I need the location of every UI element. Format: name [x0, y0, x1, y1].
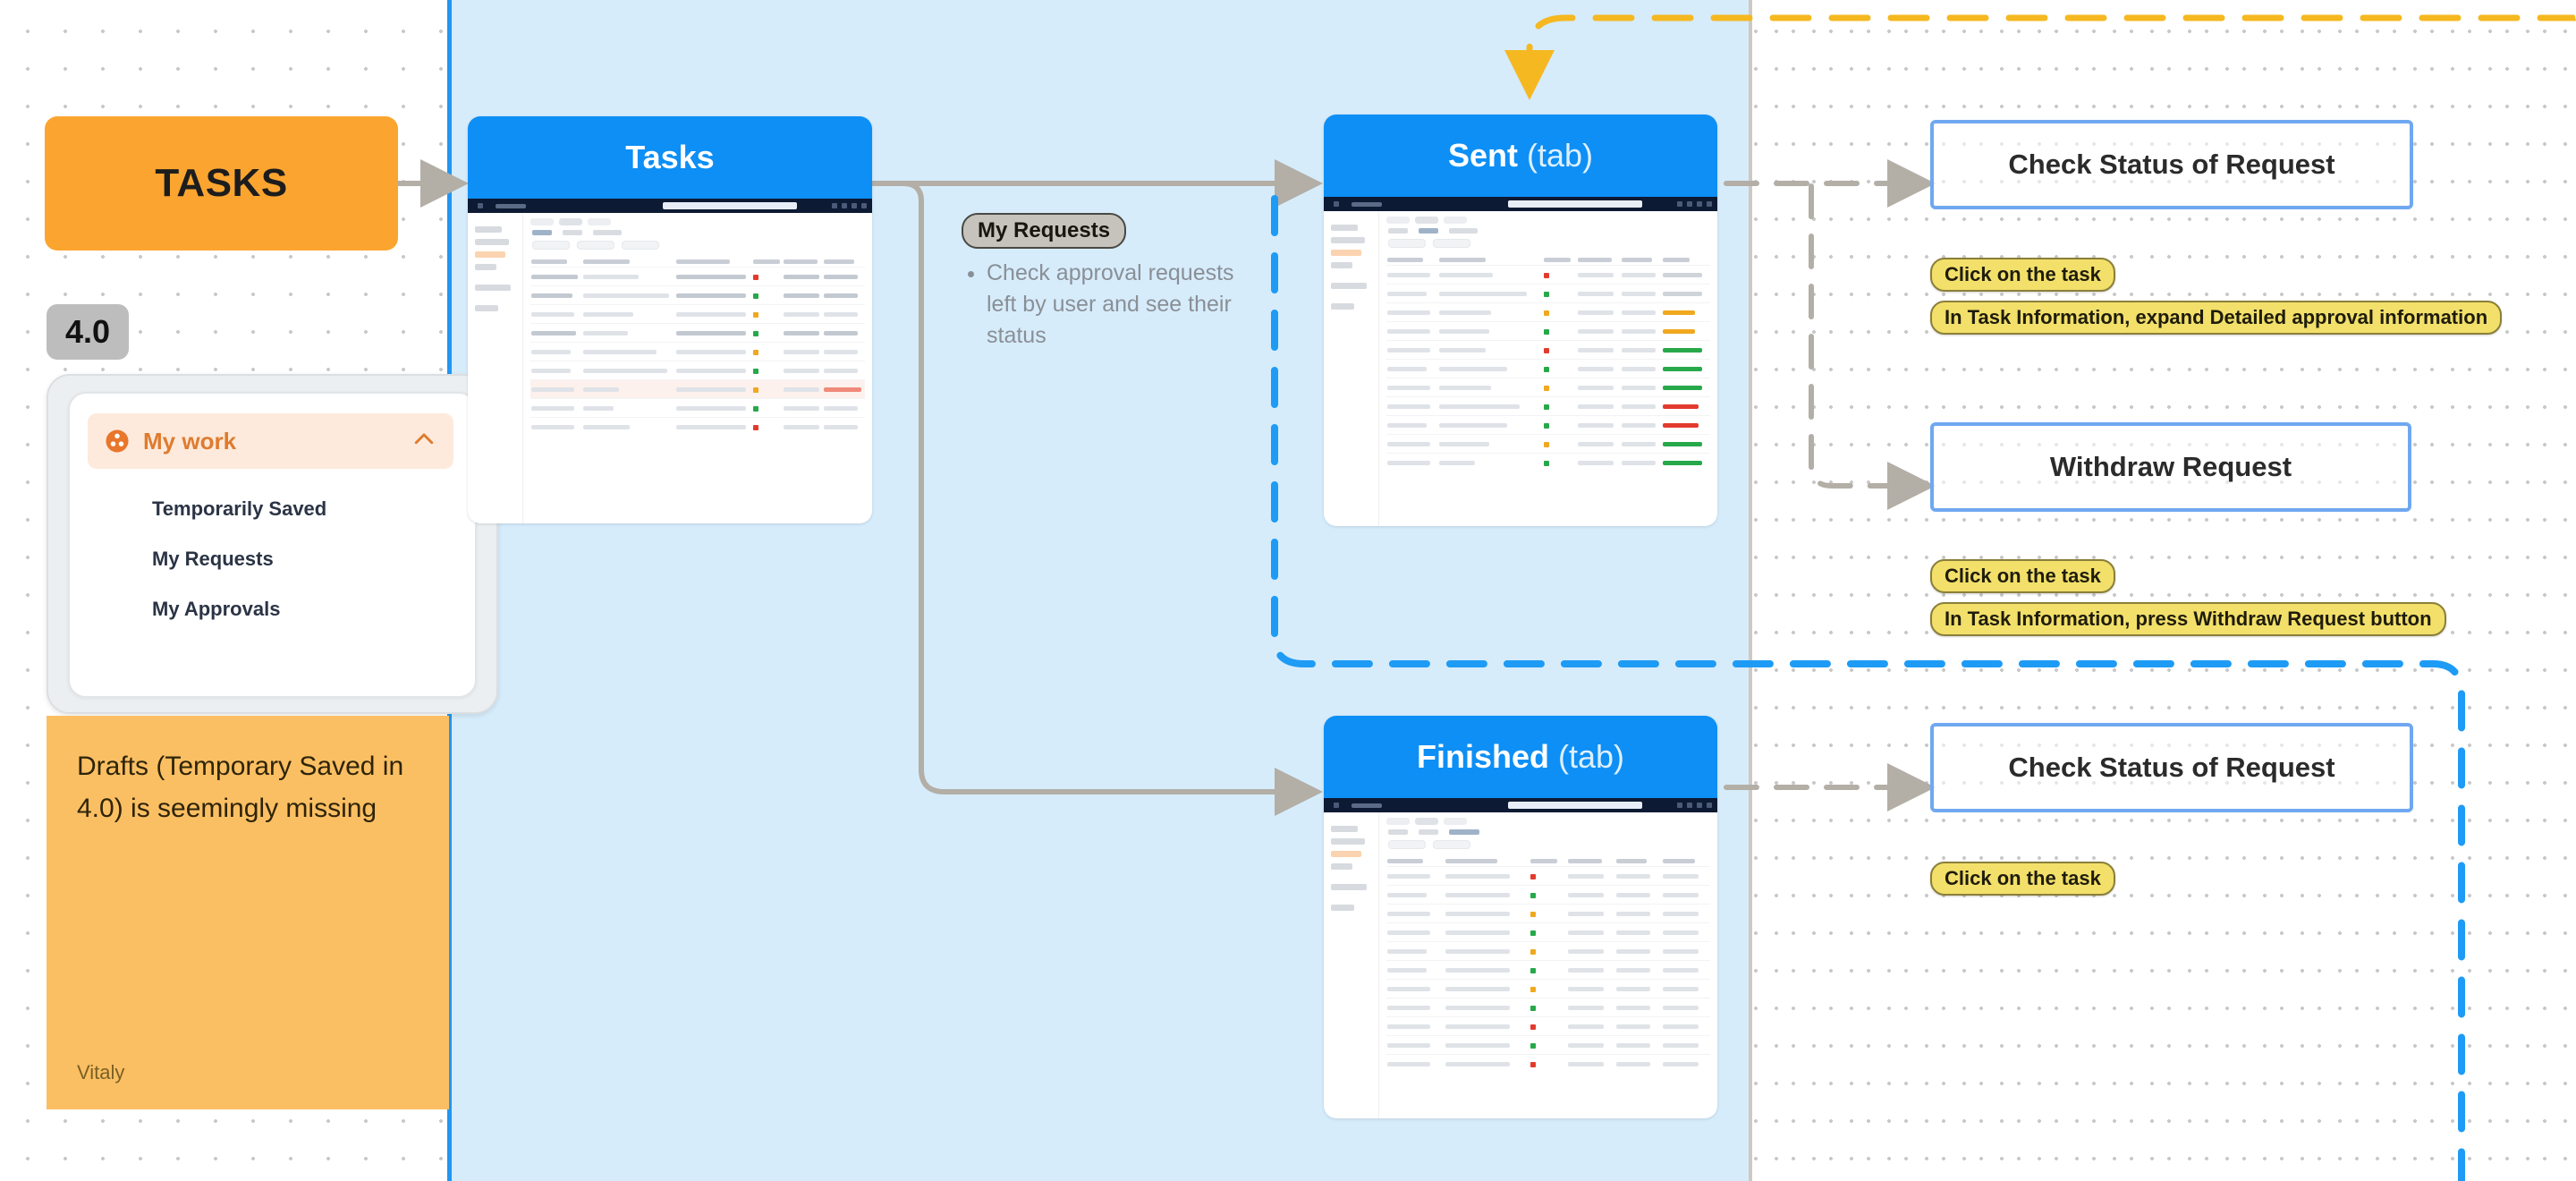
- icon-4: [861, 203, 867, 208]
- start-node-tasks[interactable]: TASKS: [45, 116, 398, 251]
- step-pill-label: Click on the task: [1945, 867, 2101, 889]
- outcome-box-3[interactable]: Check Status of Request: [1930, 723, 2413, 812]
- step-pill-label: In Task Information, expand Detailed app…: [1945, 306, 2488, 328]
- logo-mark: [1352, 201, 1382, 207]
- screen-card-finished[interactable]: Finished (tab): [1324, 716, 1717, 1118]
- outcome-box-2[interactable]: Withdraw Request: [1930, 422, 2411, 512]
- screen-card-tasks[interactable]: Tasks: [468, 116, 872, 523]
- icon-2: [1687, 201, 1692, 207]
- sticky-note[interactable]: Drafts (Temporary Saved in 4.0) is seemi…: [47, 716, 449, 1109]
- screen-card-title-text: Finished: [1416, 738, 1549, 775]
- menu-item-label: Temporarily Saved: [152, 497, 327, 520]
- mock-body: [1324, 211, 1717, 526]
- screenshot-thumbnail-finished: [1324, 798, 1717, 1118]
- mock-body: [1324, 812, 1717, 1118]
- step-pill-label: In Task Information, press Withdraw Requ…: [1945, 607, 2432, 630]
- mock-sidebar: [468, 213, 523, 523]
- screen-card-title-suffix: (tab): [1526, 137, 1594, 174]
- icon-4: [1707, 803, 1712, 808]
- mock-topbar: [468, 199, 872, 213]
- outcome-box-1[interactable]: Check Status of Request: [1930, 120, 2413, 209]
- menu-icon: [1334, 803, 1339, 808]
- step-pill[interactable]: In Task Information, expand Detailed app…: [1930, 301, 2503, 335]
- sticky-note-text: Drafts (Temporary Saved in 4.0) is seemi…: [77, 752, 404, 823]
- logo-mark: [496, 203, 526, 208]
- menu-icon: [478, 203, 483, 208]
- icon-1: [832, 203, 837, 208]
- outcome-steps-1: Click on the task In Task Information, e…: [1930, 258, 2576, 335]
- menu-item-my-approvals[interactable]: My Approvals: [152, 598, 280, 621]
- screen-card-sent[interactable]: Sent (tab): [1324, 115, 1717, 526]
- mock-main: [1379, 211, 1717, 526]
- chevron-up-icon[interactable]: [411, 426, 437, 457]
- menu-item-temporarily-saved[interactable]: Temporarily Saved: [152, 497, 326, 521]
- step-pill[interactable]: Click on the task: [1930, 258, 2115, 292]
- my-work-header[interactable]: My work: [88, 413, 453, 469]
- step-pill[interactable]: Click on the task: [1930, 862, 2115, 896]
- icon-3: [1697, 201, 1702, 207]
- step-pill-label: Click on the task: [1945, 263, 2101, 285]
- search-field-mock: [663, 202, 797, 209]
- search-field-mock: [1508, 802, 1642, 809]
- step-pill[interactable]: In Task Information, press Withdraw Requ…: [1930, 602, 2446, 636]
- logo-mark: [1352, 803, 1382, 808]
- start-node-label: TASKS: [155, 161, 288, 205]
- mock-sidebar: [1324, 211, 1379, 526]
- sticky-note-author: Vitaly: [77, 1061, 125, 1083]
- search-field-mock: [1508, 200, 1642, 208]
- outcome-title: Check Status of Request: [2008, 752, 2335, 783]
- icon-3: [852, 203, 857, 208]
- my-work-device-frame: My work Temporarily Saved My Requests My…: [47, 374, 498, 714]
- my-requests-chip-label: My Requests: [978, 218, 1111, 242]
- step-pill[interactable]: Click on the task: [1930, 559, 2115, 593]
- menu-item-label: My Requests: [152, 548, 274, 570]
- icon-1: [1677, 201, 1682, 207]
- my-requests-note: My Requests Check approval requests left…: [962, 213, 1266, 352]
- mock-topbar: [1324, 197, 1717, 211]
- version-badge-label: 4.0: [64, 313, 111, 350]
- screen-card-title-text: Tasks: [625, 139, 715, 175]
- icon-4: [1707, 201, 1712, 207]
- outcome-title: Withdraw Request: [2049, 451, 2292, 482]
- outcome-title: Check Status of Request: [2008, 149, 2335, 180]
- icon-1: [1677, 803, 1682, 808]
- screen-card-title-suffix: (tab): [1557, 738, 1625, 775]
- icon-3: [1697, 803, 1702, 808]
- icon-2: [1687, 803, 1692, 808]
- step-pill-label: Click on the task: [1945, 565, 2101, 587]
- my-work-icon: [104, 428, 131, 455]
- mock-main: [1379, 812, 1717, 1118]
- menu-item-my-requests[interactable]: My Requests: [152, 548, 274, 571]
- my-requests-chip[interactable]: My Requests: [962, 213, 1127, 249]
- my-work-panel[interactable]: My work Temporarily Saved My Requests My…: [68, 392, 477, 698]
- outcome-steps-3: Click on the task: [1930, 862, 2115, 896]
- my-work-label: My work: [143, 427, 237, 455]
- mock-topbar: [1324, 798, 1717, 812]
- mock-body: [468, 213, 872, 523]
- outcome-steps-2: Click on the task In Task Information, p…: [1930, 559, 2576, 636]
- my-requests-bullets: Check approval requests left by user and…: [962, 258, 1266, 352]
- menu-icon: [1334, 201, 1339, 207]
- screen-card-title: Finished (tab): [1324, 716, 1717, 798]
- bullet-item: Check approval requests left by user and…: [987, 258, 1266, 352]
- screenshot-thumbnail-tasks: [468, 199, 872, 523]
- icon-2: [842, 203, 847, 208]
- screen-card-title: Tasks: [468, 116, 872, 199]
- version-badge[interactable]: 4.0: [47, 304, 129, 360]
- screen-card-title: Sent (tab): [1324, 115, 1717, 197]
- mock-sidebar: [1324, 812, 1379, 1118]
- menu-item-label: My Approvals: [152, 598, 281, 620]
- screen-card-title-text: Sent: [1447, 137, 1518, 174]
- mock-main: [523, 213, 872, 523]
- screenshot-thumbnail-sent: [1324, 197, 1717, 526]
